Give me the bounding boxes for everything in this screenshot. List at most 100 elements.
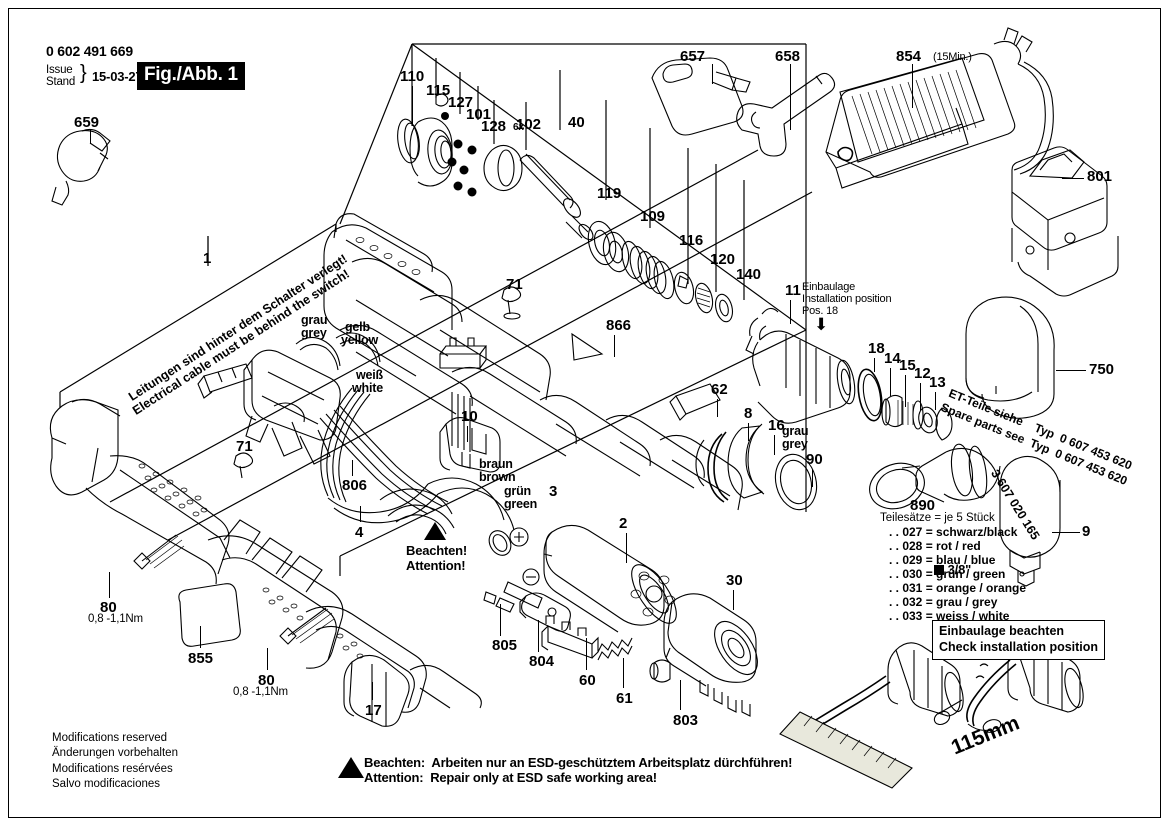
part-callout-15: 15 <box>899 357 916 374</box>
leader-62 <box>717 399 719 417</box>
part-callout-16: 16 <box>768 417 785 434</box>
part-callout-90: 90 <box>806 451 823 468</box>
legend-row: . . 033 = weiss / white <box>889 609 1010 623</box>
wire-color-braun-en: brown <box>479 470 516 484</box>
part-callout-657: 657 <box>680 48 706 65</box>
torque-note: 0,8 -1,1Nm <box>88 613 143 625</box>
part-callout-60: 60 <box>579 672 596 689</box>
part-2-motor <box>485 525 685 632</box>
install-position-note-de: Einbaulage <box>802 281 856 293</box>
footer-line: Änderungen vorbehalten <box>52 747 178 760</box>
part-callout-9: 9 <box>1082 523 1091 540</box>
housing-upper-half <box>324 214 742 510</box>
part-658-wrench <box>737 73 835 156</box>
small-parts-14-15-12-13 <box>882 395 952 440</box>
right-housing-parts <box>670 384 822 514</box>
leader-12 <box>920 383 922 411</box>
leader-805 <box>500 604 502 636</box>
legend-row: . . 031 = orange / orange <box>889 581 1027 595</box>
leader-17 <box>372 682 374 700</box>
charger-time-note: (15Min.) <box>933 51 972 63</box>
leader-750 <box>1056 370 1086 372</box>
leader-4 <box>360 506 362 522</box>
part-callout-854: 854 <box>896 48 922 65</box>
part-callout-803: 803 <box>673 712 699 729</box>
legend-row: . . 030 = grün / green <box>889 567 1006 581</box>
part-callout-140: 140 <box>736 266 762 283</box>
part-callout-116: 116 <box>679 232 704 249</box>
leader-9 <box>1052 532 1080 534</box>
attention-note-en: Attention! <box>406 558 466 573</box>
part-callout-71a: 71 <box>506 276 523 293</box>
part-callout-855: 855 <box>188 650 214 667</box>
part-callout-71b: 71 <box>236 438 253 455</box>
leader-10 <box>467 426 469 442</box>
part-callout-13: 13 <box>929 374 946 391</box>
part-801-battery <box>1012 147 1118 296</box>
attention-note-de: Beachten! <box>406 543 468 558</box>
part-callout-119: 119 <box>597 185 622 202</box>
footer-line: Modifications resérvées <box>52 762 173 775</box>
esd-warning-triangle-icon <box>338 757 364 778</box>
page-border <box>8 8 1161 818</box>
part-callout-8: 8 <box>744 405 753 422</box>
leader-16 <box>774 435 776 455</box>
esd-warning-en: Attention: Repair only at ESD safe worki… <box>364 770 657 785</box>
install-position-ref: Pos. 18 <box>802 305 838 317</box>
legend-row: . . 029 = blau / blue <box>889 553 996 567</box>
check-install-de: Einbaulage beachten <box>939 624 1065 638</box>
check-install-position-box: Einbaulage beachten Check installation p… <box>932 620 1106 661</box>
leader-90 <box>812 469 814 487</box>
part-callout-890: 890 <box>910 497 936 514</box>
leader-80a <box>109 572 111 598</box>
part-callout-18: 18 <box>868 340 885 357</box>
part-callout-102: 102 <box>516 116 542 133</box>
part-callout-80b: 80 <box>258 672 275 689</box>
wire-color-grau2-de: grau <box>782 424 809 438</box>
part-855-pad <box>179 584 240 647</box>
part-callout-801: 801 <box>1087 168 1113 185</box>
leader-61 <box>623 658 625 688</box>
part-callout-120: 120 <box>710 251 736 268</box>
legend-row: . . 028 = rot / red <box>889 539 981 553</box>
wire-harness <box>320 338 514 534</box>
legend-row: . . 032 = grau / grey <box>889 595 998 609</box>
leader-18 <box>874 358 876 372</box>
leader-657 <box>712 64 714 84</box>
part-1-housing-half <box>50 399 481 712</box>
pcb-parts <box>484 582 632 660</box>
leader-658 <box>790 64 792 130</box>
document-code: 0 602 491 669 <box>46 43 133 59</box>
install-position-note-en: Installation position <box>802 293 892 305</box>
square-drive-icon <box>933 564 944 575</box>
leader-8 <box>748 423 750 441</box>
leader-60 <box>586 638 588 670</box>
part-11-gearbox <box>746 308 858 423</box>
drive-size-value: 3/8" <box>947 561 972 577</box>
part-803-plug <box>650 660 670 682</box>
wire-color-gruen-de: grün <box>504 484 531 498</box>
part-callout-10: 10 <box>461 408 478 425</box>
part-10-clip <box>440 418 500 472</box>
wire-color-weiss-en: white <box>352 381 383 395</box>
wire-color-braun-de: braun <box>479 457 513 471</box>
leader-80b <box>267 648 269 670</box>
leader-13 <box>935 392 937 410</box>
part-callout-1: 1 <box>203 250 212 267</box>
part-callout-127: 127 <box>448 94 474 111</box>
warning-triangle-icon <box>424 522 446 540</box>
wire-color-gelb-en: yellow <box>341 333 379 347</box>
section-divider-lines <box>60 150 812 576</box>
part-callout-659: 659 <box>74 114 100 131</box>
part-callout-14: 14 <box>884 350 901 367</box>
part-callout-80a: 80 <box>100 599 117 616</box>
part-callout-115: 115 <box>426 82 451 99</box>
part-callout-11: 11 <box>785 282 801 299</box>
part-128-multiplier: 6x <box>513 122 524 133</box>
wire-color-gelb-de: gelb <box>345 320 370 334</box>
leader-110 <box>412 86 414 126</box>
wire-color-grau-de: grau <box>301 313 328 327</box>
leader-14 <box>890 368 892 396</box>
part-callout-40: 40 <box>568 114 585 131</box>
